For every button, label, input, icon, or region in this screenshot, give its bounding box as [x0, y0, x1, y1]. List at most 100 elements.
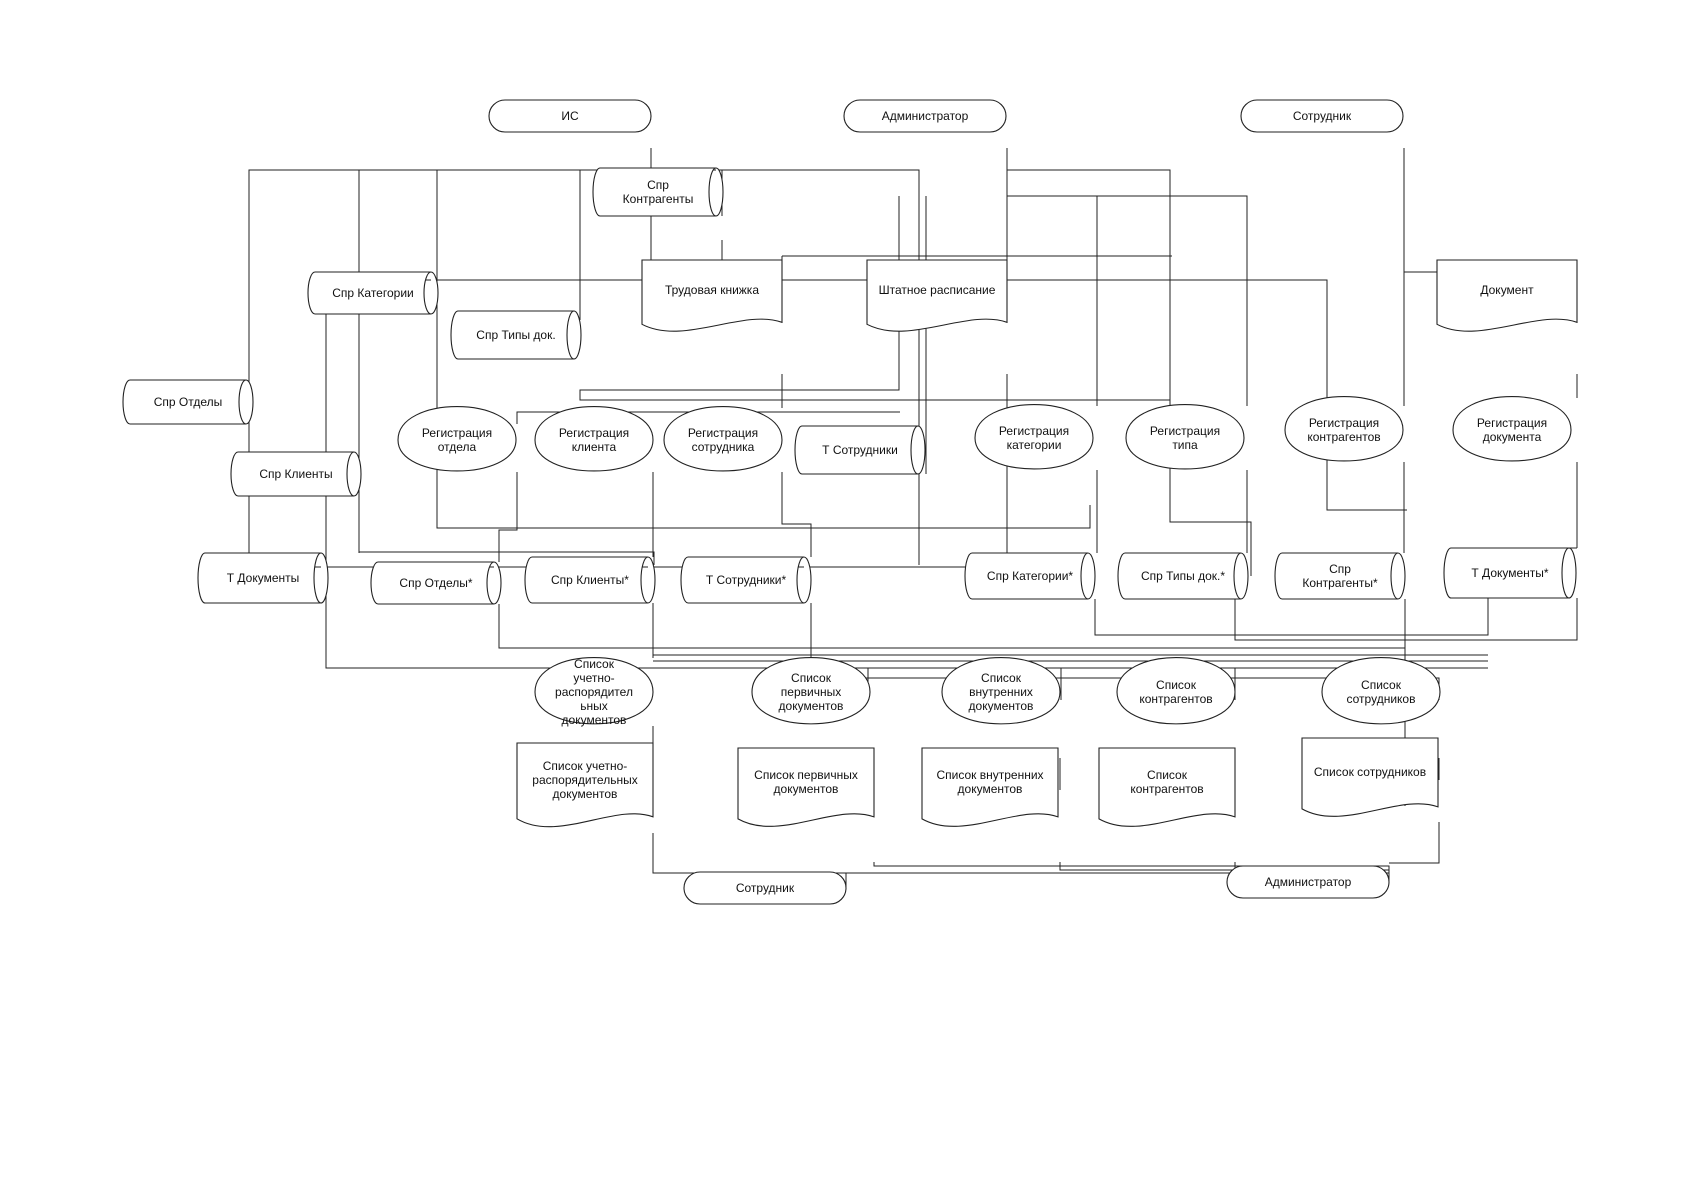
- terminal-administrator-bottom-outline: [1226, 865, 1390, 899]
- proc-spisok-vnutrennikh-outline: [941, 657, 1061, 725]
- proc-registratsiya-klienta-label: Регистрация: [559, 426, 629, 440]
- proc-registratsiya-sotrudnika-label: сотрудника: [692, 440, 755, 454]
- doc-dokument-outline: [1436, 259, 1578, 332]
- proc-spisok-sotrudnikov-label: Список: [1361, 678, 1402, 692]
- doc-spisok-kontragentov-label: контрагентов: [1130, 782, 1203, 796]
- proc-registratsiya-kategorii-label: категории: [1007, 438, 1062, 452]
- connector-line: [650, 148, 920, 565]
- store-t-dokumenty-star-label: Т Документы*: [1471, 566, 1549, 580]
- doc-shtatnoe-raspisanie: Штатное расписание: [866, 259, 1008, 332]
- proc-spisok-pervichnykh-label: первичных: [781, 685, 841, 699]
- doc-spisok-vnutrennikh-label: документов: [958, 782, 1023, 796]
- terminal-administrator-top-outline: [843, 99, 1007, 133]
- connector-line: [1234, 598, 1578, 641]
- store-spr-klienty-star-label: Спр Клиенты*: [551, 573, 629, 587]
- proc-registratsiya-klienta-outline: [534, 406, 654, 472]
- proc-registratsiya-tipa-outline: [1125, 404, 1245, 470]
- doc-spisok-uchetno-label: распорядительных: [532, 773, 637, 787]
- proc-spisok-uchetno-label: учетно-: [573, 671, 614, 685]
- store-spr-kontragenty-label: Контрагенты: [623, 192, 694, 206]
- store-spr-otdely-label: Спр Отделы: [154, 395, 223, 409]
- doc-dokument: Документ: [1436, 259, 1578, 332]
- terminal-sotrudnik-top: Сотрудник: [1240, 99, 1404, 133]
- store-spr-kontragenty-star-label: Контрагенты*: [1302, 576, 1378, 590]
- terminal-sotrudnik-bottom-outline: [683, 871, 847, 905]
- store-t-sotrudniki-label: Т Сотрудники: [822, 443, 898, 457]
- doc-spisok-uchetno-outline: [516, 742, 654, 828]
- proc-spisok-sotrudnikov-outline: [1321, 657, 1441, 725]
- proc-registratsiya-dokumenta-label: документа: [1483, 430, 1542, 444]
- proc-spisok-uchetno-label: ьных: [580, 699, 608, 713]
- proc-registratsiya-kontragentov-label: контрагентов: [1307, 430, 1380, 444]
- doc-shtatnoe-raspisanie-outline: [866, 259, 1008, 332]
- proc-registratsiya-dokumenta-outline: [1452, 396, 1572, 462]
- store-spr-klienty: Спр Клиенты: [230, 451, 362, 497]
- connector-line: [873, 862, 1390, 882]
- proc-registratsiya-kontragentov-label: Регистрация: [1309, 416, 1379, 430]
- store-spr-otdely: Спр Отделы: [122, 379, 254, 425]
- proc-spisok-vnutrennikh-label: документов: [969, 699, 1034, 713]
- doc-shtatnoe-raspisanie-label: Штатное расписание: [879, 283, 996, 297]
- connector-line: [1007, 169, 1252, 576]
- store-spr-klienty-label: Спр Клиенты: [259, 467, 332, 481]
- connector-line: [358, 170, 655, 565]
- terminal-administrator-top-label: Администратор: [882, 109, 969, 123]
- doc-spisok-sotrudnikov-outline: [1301, 737, 1439, 817]
- store-t-sotrudniki-star: Т Сотрудники*: [680, 556, 812, 604]
- connector-line: [498, 472, 518, 562]
- doc-spisok-pervichnykh-label: Список первичных: [754, 768, 858, 782]
- store-spr-kategorii-star: Спр Категории*: [964, 552, 1096, 600]
- doc-spisok-sotrudnikov-label: Список сотрудников: [1314, 765, 1426, 779]
- proc-registratsiya-kontragentov-outline: [1284, 396, 1404, 462]
- doc-spisok-pervichnykh-outline: [737, 747, 875, 827]
- doc-spisok-kontragentov-label: Список: [1147, 768, 1188, 782]
- store-spr-kategorii-label: Спр Категории: [332, 286, 413, 300]
- doc-spisok-sotrudnikov: Список сотрудников: [1301, 737, 1439, 817]
- store-t-sotrudniki: Т Сотрудники: [794, 425, 926, 475]
- connector-line: [498, 604, 1406, 649]
- doc-trudovaya-knizhka-outline: [641, 259, 783, 332]
- terminal-administrator-top: Администратор: [843, 99, 1007, 133]
- store-spr-otdely-star: Спр Отделы*: [370, 561, 502, 605]
- store-spr-klienty-star-outline: [524, 556, 656, 604]
- connector-line: [1097, 195, 1248, 406]
- store-spr-kategorii-star-outline: [964, 552, 1096, 600]
- store-spr-kontragenty-outline: [592, 167, 724, 217]
- doc-spisok-uchetno-label: Список учетно-: [543, 759, 628, 773]
- store-spr-tipy-dok-outline: [450, 310, 582, 360]
- store-t-dokumenty-star: Т Документы*: [1443, 547, 1577, 599]
- doc-spisok-uchetno-label: документов: [553, 787, 618, 801]
- store-spr-kategorii-star-label: Спр Категории*: [987, 569, 1073, 583]
- proc-spisok-kontragentov-label: контрагентов: [1139, 692, 1212, 706]
- store-spr-otdely-star-label: Спр Отделы*: [399, 576, 473, 590]
- store-t-dokumenty-star-outline: [1443, 547, 1577, 599]
- proc-spisok-uchetno-label: документов: [562, 713, 627, 727]
- terminal-administrator-bottom: Администратор: [1226, 865, 1390, 899]
- terminal-sotrudnik-bottom-label: Сотрудник: [736, 881, 795, 895]
- proc-registratsiya-kategorii-label: Регистрация: [999, 424, 1069, 438]
- store-t-sotrudniki-outline: [794, 425, 926, 475]
- doc-trudovaya-knizhka: Трудовая книжка: [641, 259, 783, 332]
- doc-spisok-kontragentov-outline: [1098, 747, 1236, 827]
- doc-dokument-label: Документ: [1480, 283, 1534, 297]
- store-spr-tipy-dok-star-label: Спр Типы док.*: [1141, 569, 1225, 583]
- store-t-dokumenty: Т Документы: [197, 552, 329, 604]
- terminal-sotrudnik-top-outline: [1240, 99, 1404, 133]
- store-spr-kategorii: Спр Категории: [307, 271, 439, 315]
- proc-registratsiya-kategorii-outline: [974, 404, 1094, 470]
- store-spr-tipy-dok-star-outline: [1117, 552, 1249, 600]
- terminal-is-outline: [488, 99, 652, 133]
- proc-spisok-vnutrennikh-label: Список: [981, 671, 1022, 685]
- store-spr-kontragenty-star-label: Спр: [1329, 562, 1351, 576]
- proc-registratsiya-dokumenta-label: Регистрация: [1477, 416, 1547, 430]
- proc-registratsiya-otdela-label: Регистрация: [422, 426, 492, 440]
